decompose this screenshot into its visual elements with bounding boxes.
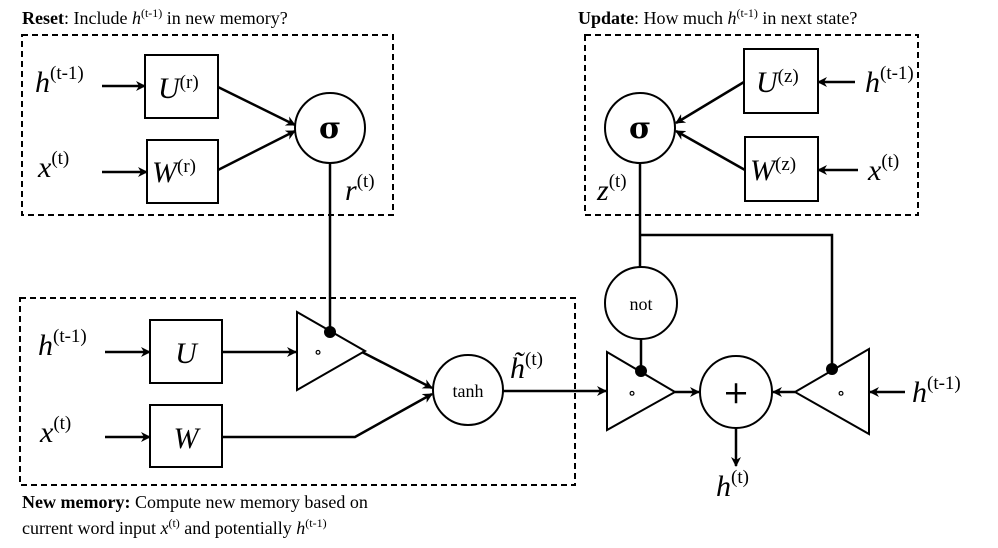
new-memory-caption-line1: New memory: Compute new memory based on xyxy=(22,492,368,512)
nm-x-label: x(t) xyxy=(39,413,71,449)
nm-W-label: W xyxy=(174,422,202,455)
plus-label: + xyxy=(723,373,750,411)
nm-h-label: h(t-1) xyxy=(38,326,87,362)
hadamard-symbol: ∘ xyxy=(628,383,637,404)
update-W-label: W(z) xyxy=(750,154,796,187)
sigma-label: σ xyxy=(319,111,341,146)
htilde-label: h̃(t) xyxy=(510,349,543,385)
update-gate-section: Update: How much h(t-1) in next state? U… xyxy=(578,6,919,216)
update-x-label: x(t) xyxy=(867,151,899,187)
reset-U-box xyxy=(144,54,219,119)
nm-W-box xyxy=(149,404,223,468)
update-dashed-box xyxy=(584,34,919,216)
update-signal-branch xyxy=(640,233,834,369)
arrow xyxy=(217,129,296,172)
update-U-box xyxy=(743,48,819,114)
junction-dot xyxy=(635,365,647,377)
reset-U-label: U(r) xyxy=(158,72,199,105)
not-label: not xyxy=(629,294,652,314)
update-title: Update: How much h(t-1) in next state? xyxy=(578,6,857,28)
nm-U-label: U xyxy=(175,337,199,370)
output-h-label: h(t) xyxy=(716,467,749,503)
reset-W-box xyxy=(146,139,219,204)
tanh-label: tanh xyxy=(453,381,484,401)
reset-h-label: h(t-1) xyxy=(35,63,84,99)
arrow xyxy=(675,129,746,172)
reset-W-label: W(r) xyxy=(152,156,196,189)
junction-dot xyxy=(324,326,336,338)
arrow xyxy=(217,85,296,127)
new-memory-caption-line2: current word input x(t) and potentially … xyxy=(22,516,327,538)
new-memory-dashed-box xyxy=(19,297,576,486)
update-W-box xyxy=(744,136,819,202)
output-section: not ∘ + ∘ h(t-1) h(t) xyxy=(604,266,961,503)
arrow xyxy=(675,80,745,125)
nm-U-box xyxy=(149,319,223,384)
new-memory-section: h(t-1) x(t) U W ∘ tanh h̃(t) xyxy=(19,297,576,486)
junction-dot xyxy=(826,363,838,375)
sigma-label: σ xyxy=(629,111,651,146)
output-h-prev-label: h(t-1) xyxy=(912,373,961,409)
hadamard-symbol: ∘ xyxy=(314,342,323,363)
reset-x-label: x(t) xyxy=(37,148,69,184)
reset-title: Reset: Include h(t-1) in new memory? xyxy=(22,6,288,28)
update-z-label: z(t) xyxy=(596,171,627,207)
update-h-label: h(t-1) xyxy=(865,63,914,99)
hadamard-symbol: ∘ xyxy=(837,383,846,404)
reset-gate-section: Reset: Include h(t-1) in new memory? h(t… xyxy=(21,6,394,216)
arrow xyxy=(361,350,433,390)
arrow xyxy=(222,392,433,439)
update-U-label: U(z) xyxy=(756,66,799,99)
reset-r-label: r(t) xyxy=(345,171,375,207)
reset-dashed-box xyxy=(21,34,394,216)
